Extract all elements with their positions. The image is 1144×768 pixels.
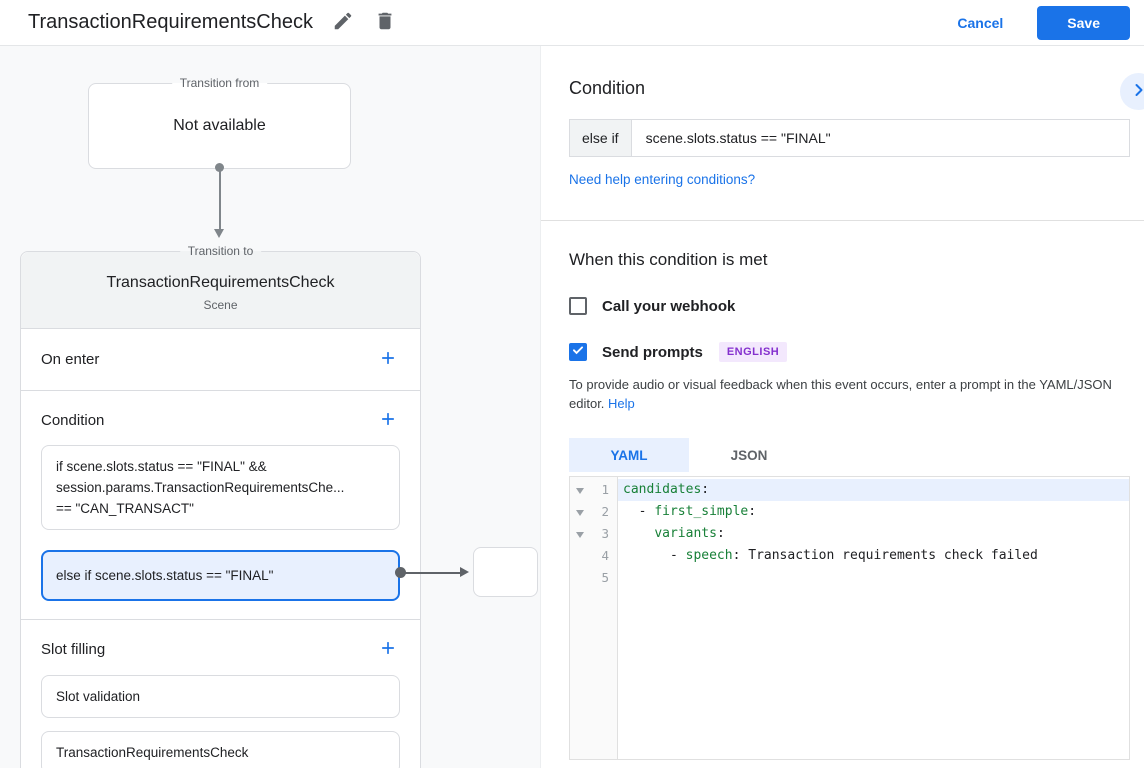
conditions-help-link[interactable]: Need help entering conditions?: [569, 172, 756, 187]
condition-text-line: if scene.slots.status == "FINAL" &&: [56, 459, 267, 474]
slot-filling-section: Slot filling Slot validation Transaction…: [21, 620, 420, 768]
section-divider: [541, 220, 1144, 221]
condition-text-line: == "CAN_TRANSACT": [56, 501, 194, 516]
condition-text-line: session.params.TransactionRequirementsCh…: [56, 480, 345, 495]
condition-expression-field: else if scene.slots.status == "FINAL": [569, 119, 1130, 157]
scene-card-header[interactable]: TransactionRequirementsCheck Scene: [21, 252, 420, 329]
prompts-help-link[interactable]: Help: [608, 396, 635, 411]
condition-section-label: Condition: [41, 411, 105, 429]
transition-from-label: Transition from: [171, 76, 268, 90]
pencil-icon: [332, 10, 354, 35]
prompts-description-text: To provide audio or visual feedback when…: [569, 377, 1112, 411]
slot-item[interactable]: TransactionRequirementsCheck: [41, 731, 400, 768]
edit-title-button[interactable]: [331, 11, 355, 35]
transition-to-label: Transition to: [179, 244, 262, 258]
scene-diagram-canvas: Transition from Not available Transition…: [0, 46, 540, 768]
slot-filling-label: Slot filling: [41, 640, 106, 658]
scene-name: TransactionRequirementsCheck: [106, 274, 335, 291]
on-enter-row: On enter: [21, 329, 420, 391]
condition-item-elseif-selected[interactable]: else if scene.slots.status == "FINAL": [41, 550, 400, 601]
yaml-code-editor: 1 2 3 4 5 candidates: - first_simple: va…: [569, 476, 1130, 760]
transition-from-content: Not available: [173, 117, 266, 134]
language-badge: ENGLISH: [718, 342, 788, 362]
tab-json[interactable]: JSON: [730, 447, 768, 463]
gutter-row: 5: [570, 567, 617, 589]
page-title: TransactionRequirementsCheck: [28, 11, 313, 33]
when-condition-met-title: When this condition is met: [569, 250, 768, 269]
gutter-row: 2: [570, 501, 617, 523]
add-slot-button[interactable]: [376, 637, 400, 661]
code-line: candidates:: [618, 479, 1129, 501]
panel-title: Condition: [569, 78, 646, 98]
on-enter-label: On enter: [41, 351, 100, 368]
trash-icon: [374, 10, 396, 35]
condition-prefix-label: else if: [570, 120, 632, 156]
plus-icon: [378, 348, 398, 371]
slot-item[interactable]: Slot validation: [41, 675, 400, 718]
checkmark-icon: [571, 343, 585, 362]
line-number: 3: [601, 526, 609, 541]
plus-icon: [378, 638, 398, 661]
condition-transition-connector: [395, 547, 540, 599]
fold-arrow-icon[interactable]: [576, 510, 584, 516]
transition-from-box: Transition from Not available: [88, 76, 351, 169]
save-button[interactable]: Save: [1037, 5, 1130, 40]
gutter-row: 1: [570, 479, 617, 501]
cancel-button[interactable]: Cancel: [941, 7, 1019, 39]
code-line: variants:: [654, 526, 725, 541]
transition-arrow: [213, 163, 226, 243]
delete-scene-button[interactable]: [373, 11, 397, 35]
send-prompts-checkbox[interactable]: [569, 343, 587, 361]
collapse-panel-button[interactable]: [1120, 73, 1144, 110]
editor-format-tabs: YAML JSON: [569, 438, 1130, 472]
line-number: 1: [601, 482, 609, 497]
prompts-description: To provide audio or visual feedback when…: [569, 375, 1130, 413]
editor-code-area[interactable]: candidates: - first_simple: variants: - …: [618, 477, 1129, 759]
line-number: 4: [601, 548, 609, 563]
code-line: - speech: Transaction requirements check…: [623, 548, 1038, 563]
connector-arrowhead: [460, 567, 469, 577]
condition-item-if[interactable]: if scene.slots.status == "FINAL" && sess…: [41, 445, 400, 530]
send-prompts-option-row: Send prompts ENGLISH: [569, 342, 1130, 362]
line-number: 5: [601, 570, 609, 585]
code-line: - first_simple:: [623, 504, 757, 519]
webhook-option-row: Call your webhook: [569, 297, 1130, 315]
top-bar: TransactionRequirementsCheck Cancel Save: [0, 0, 1144, 46]
scene-card: Transition to TransactionRequirementsChe…: [20, 244, 421, 768]
call-webhook-checkbox[interactable]: [569, 297, 587, 315]
editor-gutter: 1 2 3 4 5: [570, 477, 618, 759]
tab-yaml[interactable]: YAML: [569, 438, 689, 472]
call-webhook-label: Call your webhook: [602, 297, 736, 315]
gutter-row: 3: [570, 523, 617, 545]
chevron-right-icon: [1129, 80, 1144, 103]
condition-section: Condition if scene.slots.status == "FINA…: [21, 391, 420, 620]
condition-expression-input[interactable]: scene.slots.status == "FINAL": [645, 130, 831, 146]
connector-dot: [395, 567, 406, 578]
gutter-row: 4: [570, 545, 617, 567]
send-prompts-label: Send prompts: [602, 343, 703, 361]
scene-type-label: Scene: [203, 298, 238, 312]
fold-arrow-icon[interactable]: [576, 488, 584, 494]
condition-text-line: else if scene.slots.status == "FINAL": [56, 568, 274, 583]
connector-line: [404, 571, 462, 574]
fold-arrow-icon[interactable]: [576, 532, 584, 538]
transition-target-box: [473, 547, 538, 597]
add-on-enter-button[interactable]: [376, 348, 400, 372]
line-number: 2: [601, 504, 609, 519]
add-condition-button[interactable]: [376, 408, 400, 432]
plus-icon: [378, 409, 398, 432]
code-line: [618, 567, 1129, 589]
condition-editor-panel: Condition else if scene.slots.status == …: [540, 46, 1144, 768]
